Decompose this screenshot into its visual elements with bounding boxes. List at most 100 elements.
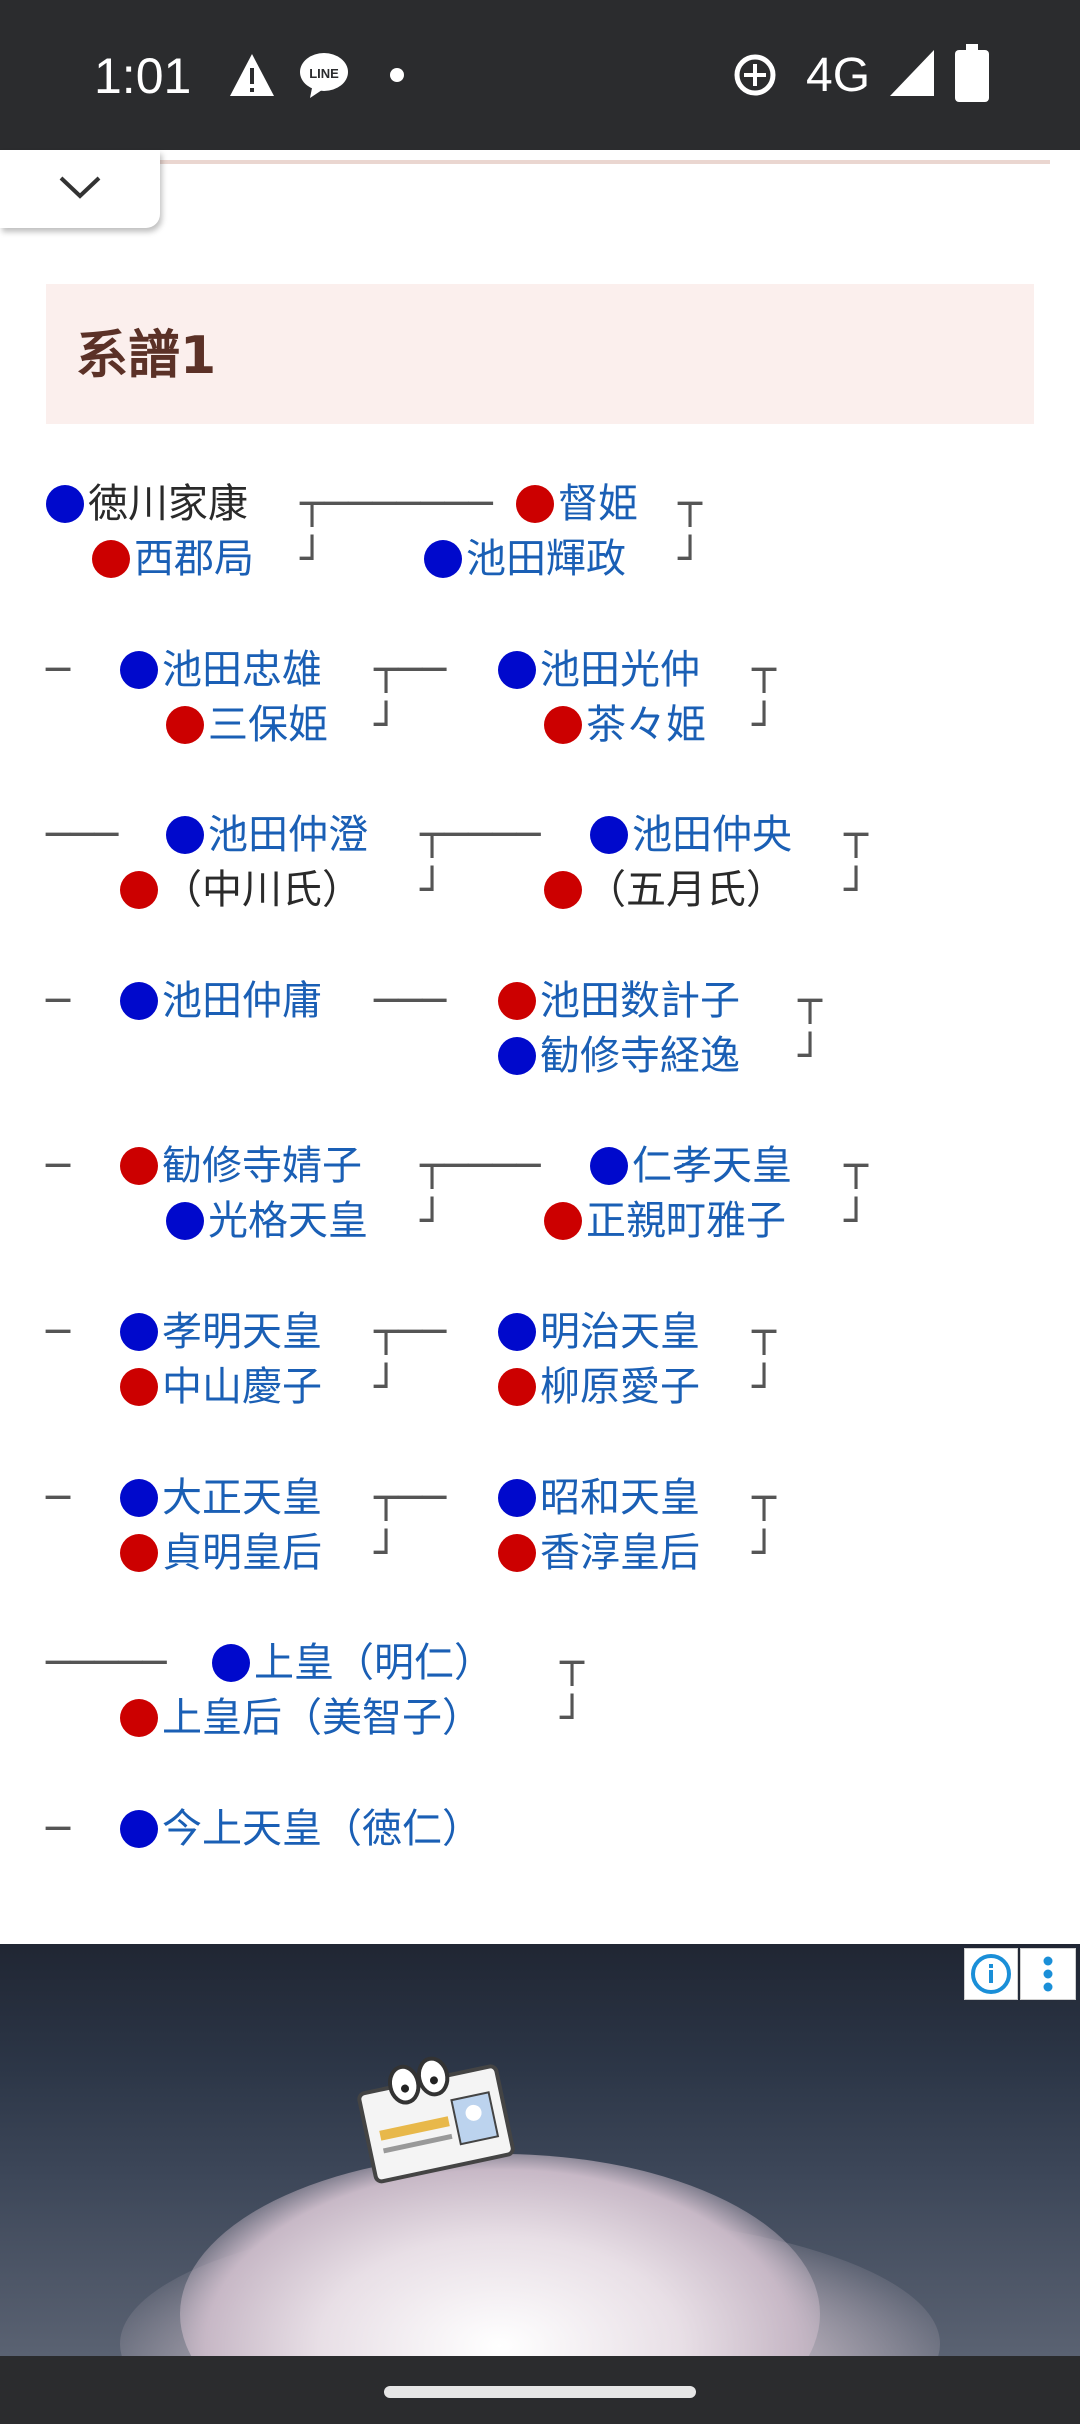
person-link[interactable]: 光格天皇	[208, 1198, 368, 1244]
tree-entry[interactable]: 池田数計子	[498, 974, 740, 1028]
female-marker	[498, 982, 536, 1020]
svg-text:LINE: LINE	[309, 66, 339, 81]
more-vert-icon	[1043, 1956, 1053, 1992]
tree-entry[interactable]: 池田仲央	[590, 808, 792, 862]
connector: ┬───────	[300, 481, 493, 527]
person-link[interactable]: 香淳皇后	[540, 1530, 700, 1576]
person-link[interactable]: 三保姫	[208, 702, 328, 748]
ad-banner[interactable]	[0, 1944, 1080, 2356]
tree-entry[interactable]: 茶々姫	[544, 698, 706, 752]
tree-entry[interactable]: 池田忠雄	[120, 643, 322, 697]
tree-entry[interactable]: 池田仲澄	[166, 808, 368, 862]
female-marker	[120, 1147, 158, 1185]
tree-entry[interactable]: 大正天皇	[120, 1471, 322, 1525]
tree-entry[interactable]: 今上天皇（徳仁）	[120, 1802, 482, 1856]
tree-entry[interactable]: 正親町雅子	[544, 1194, 786, 1248]
tree-entry[interactable]: 柳原愛子	[498, 1360, 700, 1414]
male-marker	[120, 1810, 158, 1848]
tree-entry[interactable]: 池田光仲	[498, 643, 700, 697]
person-link[interactable]: 池田光仲	[540, 647, 700, 693]
home-gesture-handle[interactable]	[384, 2386, 696, 2398]
male-marker	[120, 1479, 158, 1517]
tree-entry[interactable]: 勧修寺経逸	[498, 1029, 740, 1083]
person-link[interactable]: 池田数計子	[540, 978, 740, 1024]
male-marker	[498, 651, 536, 689]
person-link[interactable]: 督姫	[558, 481, 638, 527]
genealogy-tree: 徳川家康 ┬─────── 督姫 ┬ 西郡局 ┘ 池田輝政 ┘ ─ 池田忠雄 ┬…	[46, 477, 869, 1856]
person-name: （五月氏）	[586, 867, 786, 913]
person-link[interactable]: 勧修寺婧子	[162, 1143, 362, 1189]
connector: ┘	[420, 1198, 445, 1244]
navigation-bar	[0, 2356, 1080, 2424]
tree-entry[interactable]: 昭和天皇	[498, 1471, 700, 1525]
male-marker	[498, 1479, 536, 1517]
connector: ┬	[560, 1640, 585, 1686]
tree-entry[interactable]: 孝明天皇	[120, 1305, 322, 1359]
male-marker	[498, 1313, 536, 1351]
tree-entry[interactable]: 上皇（明仁）	[212, 1636, 494, 1690]
connector: ─	[46, 1143, 71, 1189]
person-name: （中川氏）	[162, 867, 362, 913]
person-link[interactable]: 上皇后（美智子）	[162, 1695, 482, 1741]
ad-menu-button[interactable]	[1020, 1948, 1076, 2000]
tree-entry[interactable]: 三保姫	[166, 698, 328, 752]
person-link[interactable]: 貞明皇后	[162, 1530, 322, 1576]
person-link[interactable]: 西郡局	[134, 536, 254, 582]
battery-icon	[955, 44, 989, 102]
page-title: 系譜1	[76, 326, 217, 386]
female-marker	[544, 871, 582, 909]
male-marker	[590, 1147, 628, 1185]
female-marker	[498, 1368, 536, 1406]
tree-entry: （中川氏）	[120, 863, 362, 917]
tree-entry[interactable]: 西郡局	[92, 532, 254, 586]
network-type: 4G	[806, 49, 871, 102]
tree-entry[interactable]: 池田輝政	[424, 532, 626, 586]
connector: ───	[374, 978, 447, 1024]
person-link[interactable]: 柳原愛子	[540, 1364, 700, 1410]
female-marker	[120, 1699, 158, 1737]
id-card-illustration-icon	[357, 2056, 515, 2184]
male-marker	[424, 540, 462, 578]
person-link[interactable]: 仁孝天皇	[632, 1143, 792, 1189]
connector: ┘	[300, 536, 325, 582]
connector: ┬	[678, 481, 703, 527]
tree-entry[interactable]: 光格天皇	[166, 1194, 368, 1248]
tree-entry[interactable]: 池田仲庸	[120, 974, 322, 1028]
connector: ─	[46, 1806, 71, 1852]
female-marker	[120, 1534, 158, 1572]
collapse-toggle-button[interactable]	[0, 150, 160, 228]
person-link[interactable]: 大正天皇	[162, 1475, 322, 1521]
person-link[interactable]: 孝明天皇	[162, 1309, 322, 1355]
tree-entry[interactable]: 勧修寺婧子	[120, 1139, 362, 1193]
ad-info-button[interactable]	[964, 1948, 1018, 2000]
person-link[interactable]: 勧修寺経逸	[540, 1033, 740, 1079]
person-link[interactable]: 茶々姫	[586, 702, 706, 748]
person-link[interactable]: 池田仲庸	[162, 978, 322, 1024]
tree-entry[interactable]: 中山慶子	[120, 1360, 322, 1414]
person-link[interactable]: 池田輝政	[466, 536, 626, 582]
connector: ┘	[752, 1364, 777, 1410]
tree-entry[interactable]: 仁孝天皇	[590, 1139, 792, 1193]
tree-entry[interactable]: 督姫	[516, 477, 638, 531]
person-link[interactable]: 池田仲央	[632, 812, 792, 858]
person-link[interactable]: 上皇（明仁）	[254, 1640, 494, 1686]
person-link[interactable]: 今上天皇（徳仁）	[162, 1806, 482, 1852]
connector: ┬	[844, 812, 869, 858]
connector: ┘	[798, 1033, 823, 1079]
person-link[interactable]: 昭和天皇	[540, 1475, 700, 1521]
person-link[interactable]: 池田仲澄	[208, 812, 368, 858]
connector: ┘	[374, 1364, 399, 1410]
person-link[interactable]: 中山慶子	[162, 1364, 322, 1410]
person-link[interactable]: 明治天皇	[540, 1309, 700, 1355]
clock: 1:01	[94, 48, 192, 104]
tree-entry[interactable]: 香淳皇后	[498, 1526, 700, 1580]
tree-entry[interactable]: 貞明皇后	[120, 1526, 322, 1580]
person-link[interactable]: 正親町雅子	[586, 1198, 786, 1244]
data-saver-icon	[734, 54, 776, 96]
person-link[interactable]: 池田忠雄	[162, 647, 322, 693]
tree-entry[interactable]: 上皇后（美智子）	[120, 1691, 482, 1745]
tree-entry[interactable]: 明治天皇	[498, 1305, 700, 1359]
connector: ┬	[752, 1475, 777, 1521]
male-marker	[46, 485, 84, 523]
signal-icon	[890, 50, 934, 96]
